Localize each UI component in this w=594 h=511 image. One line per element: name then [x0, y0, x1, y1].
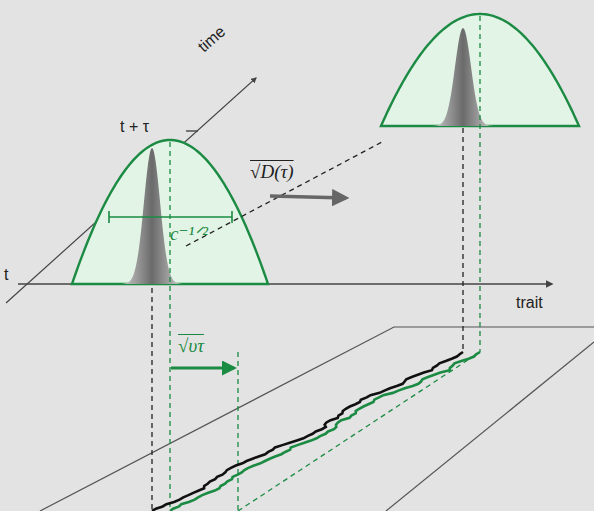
- plane-outline: [386, 342, 594, 511]
- tick-label: t + τ: [120, 118, 149, 136]
- axis-label: trait: [516, 294, 543, 312]
- displacement-arrow: [270, 196, 346, 198]
- math-label: c⁻¹ᐟ²: [170, 224, 208, 245]
- population-distribution: [431, 28, 495, 126]
- optimum-guide: [169, 142, 170, 511]
- optimum-trajectory: [170, 352, 480, 511]
- population-distribution: [120, 148, 184, 284]
- mean-guide: [462, 128, 463, 352]
- drift-arrow: [171, 367, 234, 370]
- mean-guide: [151, 288, 152, 511]
- time-tick: [186, 130, 198, 131]
- mean-trajectory: [152, 352, 463, 511]
- math-label: √υτ: [178, 336, 204, 357]
- drift-line: [238, 352, 480, 511]
- axis-label: time: [194, 22, 228, 55]
- math-label: √D(τ): [250, 162, 294, 183]
- guide-line: [237, 352, 238, 511]
- displacement-line: [186, 142, 382, 246]
- optimum-guide: [479, 16, 480, 352]
- plane-outline: [40, 327, 594, 511]
- axis-label: t: [4, 266, 8, 284]
